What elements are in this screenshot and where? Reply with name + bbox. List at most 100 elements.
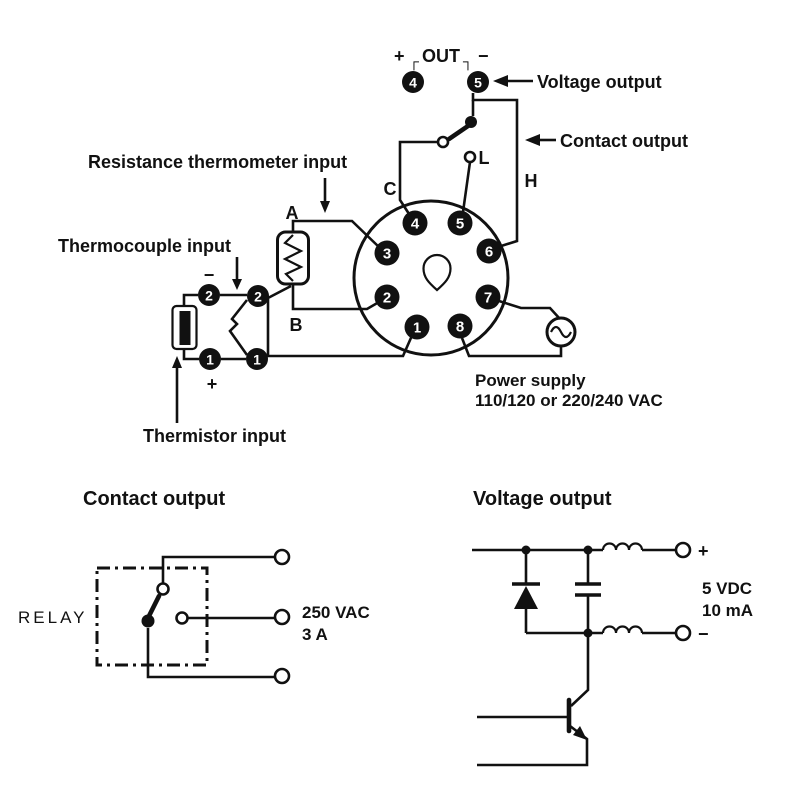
power-supply: Power supply 110/120 or 220/240 VAC (460, 299, 663, 410)
switch-contact-l (463, 150, 477, 164)
voltage-callout-arrowhead (493, 75, 508, 87)
tc-terminal-1-dot (246, 348, 268, 370)
th-callout-arrowhead (172, 356, 182, 368)
tc-terminal-2-number: 2 (254, 289, 262, 305)
vo-minus-sign: − (698, 624, 709, 644)
relay-pivot-dot (141, 614, 155, 628)
vo-terminal-plus (674, 541, 692, 559)
voltage-output-section: Voltage output + − 5 VDC 10 mA (472, 488, 753, 767)
thermocouple: Thermocouple input 2 1 (58, 236, 416, 370)
sensor-plus-sign: + (207, 374, 218, 394)
wire-out5-to-h (471, 93, 519, 249)
wire-l-to-pin5 (461, 161, 472, 213)
contact-output-callout: Contact output (525, 131, 688, 151)
out-bracket-left: ┌ (409, 53, 419, 71)
voltage-output-heading: Voltage output (473, 488, 612, 510)
sensor-minus-sign: − (204, 265, 215, 285)
relay-terminal-top (273, 548, 291, 566)
wire-b-to-terminal2 (267, 284, 292, 300)
relay-terminal-bottom (273, 667, 291, 685)
th-terminal-2-dot (198, 284, 220, 306)
out-terminal-5-number: 5 (474, 75, 482, 91)
socket-pin-4: 4 (402, 210, 428, 236)
contact-output-callout-label: Contact output (560, 131, 688, 151)
th-terminal-2-number: 2 (205, 288, 213, 304)
tc-terminal-1-number: 1 (253, 352, 261, 368)
label-c: C (384, 179, 397, 199)
wire-c-to-pin4 (398, 140, 437, 218)
out-terminal-4-number: 4 (409, 75, 417, 91)
wire-thermistor-bottom (182, 349, 199, 361)
vo-terminal-minus (674, 624, 692, 642)
vo-rating-line2: 10 mA (702, 601, 753, 620)
vo-inductor-top (601, 542, 644, 551)
switch-contact-c (436, 135, 450, 149)
socket-keyway (422, 253, 452, 292)
wire-source-to-pin8 (460, 337, 563, 358)
rtd-zigzag (282, 234, 304, 282)
power-supply-label-line1: Power supply (475, 371, 586, 390)
label-l: L (479, 148, 490, 168)
socket-pin-5: 5 (447, 210, 473, 236)
vo-inductor-bottom (601, 625, 644, 634)
socket-pin-7-number: 7 (484, 290, 492, 307)
wire-relay-top (161, 555, 275, 584)
vo-plus-sign: + (698, 541, 709, 561)
tc-terminal-2-dot (247, 285, 269, 307)
wire-relay-common (146, 628, 275, 679)
th-terminal-1-dot (199, 348, 221, 370)
resistance-thermometer-input-label: Resistance thermometer input (88, 152, 347, 172)
wire-a-to-pin3 (291, 219, 382, 250)
label-a: A (286, 203, 299, 223)
out-minus-sign: − (478, 46, 489, 66)
relay-terminal-middle (273, 608, 291, 626)
socket-pin-3: 3 (374, 240, 400, 266)
thermistor-input-label: Thermistor input (143, 426, 286, 446)
transistor-emitter-arrowhead (573, 726, 587, 740)
transistor-collector (570, 633, 590, 707)
thermistor-element (179, 311, 191, 345)
wire-thermistor-top (182, 293, 198, 306)
label-h: H (525, 171, 538, 191)
socket-pin-1-number: 1 (413, 320, 421, 337)
thermocouple-junction (228, 299, 249, 356)
relay-contact-middle (175, 611, 189, 625)
voltage-output-callout: Voltage output (493, 72, 662, 92)
socket-pin-6: 6 (476, 238, 502, 264)
out-terminal-5-dot (467, 71, 489, 93)
wire-b-to-pin2 (291, 284, 380, 311)
thermistor: − + 2 1 Thermistor input (143, 265, 286, 446)
relay-label: RELAY (18, 608, 88, 627)
out-label: OUT (422, 46, 460, 66)
socket-pin-3-number: 3 (383, 246, 391, 263)
socket-pin-2-number: 2 (383, 290, 391, 307)
th-terminal-1-number: 1 (206, 352, 214, 368)
rtd-body (276, 230, 310, 286)
socket-outline (352, 199, 510, 357)
out-terminal-4-dot (402, 71, 424, 93)
thermocouple-input-label: Thermocouple input (58, 236, 231, 256)
relay-enclosure (95, 566, 209, 667)
octal-socket: 1 2 3 4 5 6 7 8 (352, 199, 510, 357)
socket-pin-1: 1 (404, 314, 430, 340)
ac-sine-wave (550, 325, 572, 339)
label-b: B (290, 315, 303, 335)
socket-pin-7: 7 (475, 284, 501, 310)
socket-pin-8-number: 8 (456, 319, 464, 336)
voltage-output-callout-label: Voltage output (537, 72, 662, 92)
power-supply-label-line2: 110/120 or 220/240 VAC (475, 391, 663, 410)
contact-output-heading: Contact output (83, 488, 226, 510)
socket-pin-5-number: 5 (456, 216, 464, 233)
socket-pin-2: 2 (374, 284, 400, 310)
out-bracket-right: ┐ (462, 53, 473, 71)
tc-callout-arrowhead (232, 279, 242, 290)
socket-pin-4-number: 4 (411, 216, 420, 233)
rtd-callout-arrowhead (320, 201, 330, 213)
wire-pin7-to-source (498, 299, 561, 320)
relay-lever (146, 593, 162, 619)
socket-pin-8: 8 (447, 313, 473, 339)
resistance-thermometer: Resistance thermometer input A B (88, 152, 382, 335)
vo-rating-line1: 5 VDC (702, 579, 752, 598)
